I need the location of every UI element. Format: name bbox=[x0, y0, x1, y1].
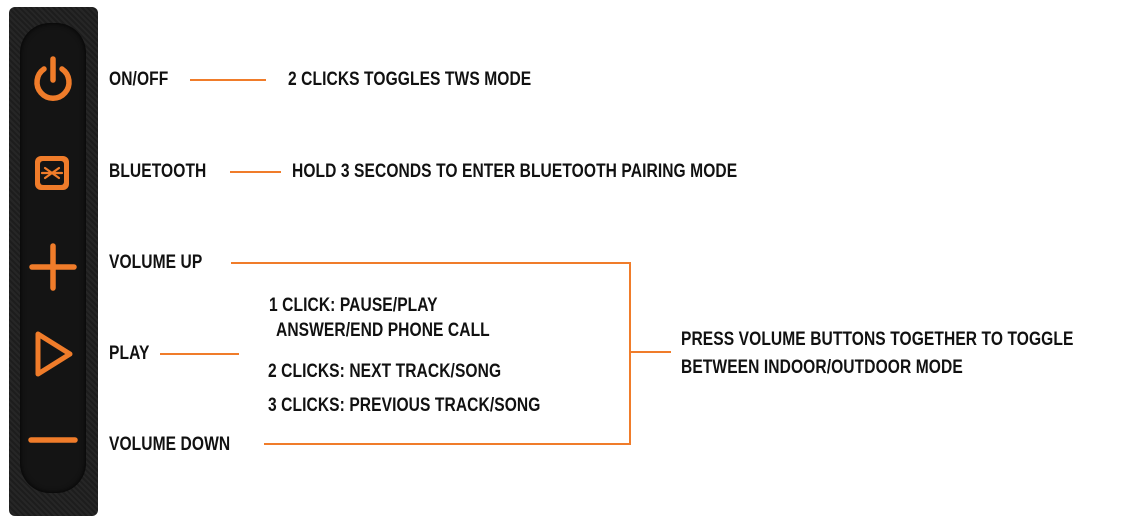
bluetooth-label: BLUETOOTH bbox=[109, 161, 207, 182]
volume-down-button[interactable] bbox=[28, 433, 78, 447]
bluetooth-button[interactable] bbox=[34, 155, 70, 191]
volume-down-label: VOLUME DOWN bbox=[109, 434, 231, 455]
on-off-label: ON/OFF bbox=[109, 69, 169, 90]
play-action-phone-call: ANSWER/END PHONE CALL bbox=[276, 320, 490, 341]
volume-note-connector bbox=[629, 351, 671, 353]
volume-bracket bbox=[629, 262, 631, 445]
volume-down-connector bbox=[264, 443, 630, 445]
volume-up-connector bbox=[231, 262, 630, 264]
play-button[interactable] bbox=[34, 330, 74, 378]
minus-icon bbox=[28, 437, 78, 443]
on-off-description: 2 CLICKS TOGGLES TWS MODE bbox=[288, 69, 532, 90]
power-button[interactable] bbox=[30, 56, 76, 106]
on-off-connector bbox=[190, 79, 266, 81]
bluetooth-icon bbox=[35, 156, 69, 190]
bluetooth-connector bbox=[230, 171, 281, 173]
volume-up-button[interactable] bbox=[29, 243, 77, 291]
volume-note-line-2: BETWEEN INDOOR/OUTDOOR MODE bbox=[681, 357, 963, 378]
power-icon bbox=[34, 56, 72, 101]
play-action-double-click: 2 CLICKS: NEXT TRACK/SONG bbox=[268, 361, 502, 382]
play-label: PLAY bbox=[109, 343, 150, 364]
volume-up-label: VOLUME UP bbox=[109, 252, 203, 273]
plus-icon bbox=[29, 243, 77, 291]
play-icon bbox=[35, 331, 73, 377]
play-action-triple-click: 3 CLICKS: PREVIOUS TRACK/SONG bbox=[268, 395, 541, 416]
bluetooth-description: HOLD 3 SECONDS TO ENTER BLUETOOTH PAIRIN… bbox=[292, 161, 738, 182]
play-action-single-click: 1 CLICK: PAUSE/PLAY bbox=[269, 295, 438, 316]
volume-note-line-1: PRESS VOLUME BUTTONS TOGETHER TO TOGGLE bbox=[681, 329, 1074, 350]
play-connector bbox=[160, 353, 239, 355]
